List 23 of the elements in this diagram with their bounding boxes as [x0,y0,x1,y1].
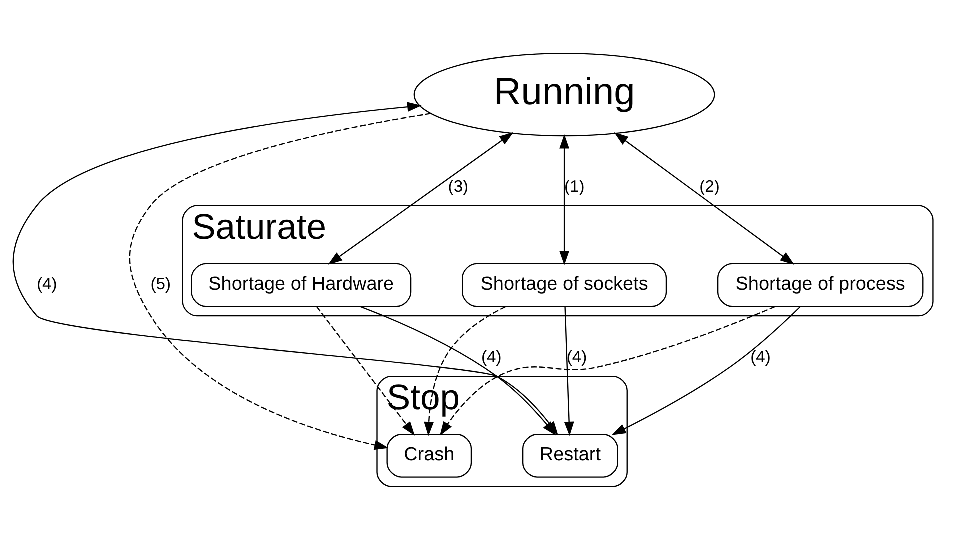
edge-label: (4) [482,347,502,366]
edge-label: (5) [150,274,172,294]
node-box: Restart [522,434,618,478]
arrow [614,132,795,264]
edge-label: (3) [448,176,469,196]
node-box: Shortage of Hardware [191,262,412,307]
arrow [130,112,432,450]
arrow [316,306,415,436]
edge-label: (4) [750,347,771,366]
arrow [612,306,802,435]
node-ellipse: Running [414,52,716,136]
arrow [560,134,570,265]
node-box: Shortage of sockets [462,262,668,307]
arrow [424,306,506,436]
edge-label: (2) [700,176,720,196]
edge-label: (4) [566,347,588,366]
edge-label: (4) [36,274,58,294]
node-box: Shortage of process [717,262,924,307]
arrow [360,306,556,436]
arrow [564,306,574,436]
arrow [328,132,514,264]
node-box: Crash [386,434,472,478]
edge-label: (1) [564,176,585,196]
